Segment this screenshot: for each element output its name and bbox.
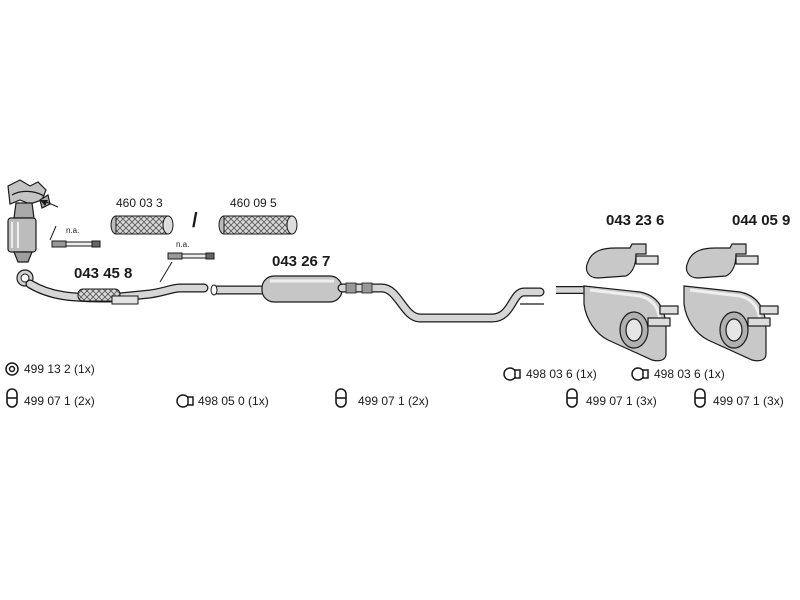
label-flex-460-03-3: 460 03 3 xyxy=(116,196,163,210)
label-rear-silencer-2: 044 05 9 xyxy=(732,212,791,229)
label-na-2: n.a. xyxy=(176,240,190,249)
label-front-pipe: 043 45 8 xyxy=(74,265,133,282)
fitting-hanger-4: 499 07 1 (3x) xyxy=(713,394,784,408)
flex-pipe-460-09-5 xyxy=(218,215,298,235)
label-flex-460-09-5: 460 09 5 xyxy=(230,196,277,210)
fitting-clamp-1: 498 05 0 (1x) xyxy=(198,394,269,408)
separator-slash: / xyxy=(192,210,198,232)
rubber-hanger-icon xyxy=(6,388,18,408)
label-center-silencer: 043 26 7 xyxy=(272,253,331,270)
fitting-ring-1: 499 13 2 (1x) xyxy=(24,362,95,376)
rear-silencer-043-23-6 xyxy=(556,243,679,362)
catalytic-converter-manifold xyxy=(7,179,51,263)
catalyst-pointer-arrow xyxy=(40,200,59,208)
rubber-hanger-icon xyxy=(335,388,347,408)
rear-silencer-044-05-9 xyxy=(683,243,779,362)
label-na-1: n.a. xyxy=(66,226,80,235)
fitting-hanger-1: 499 07 1 (2x) xyxy=(24,394,95,408)
fitting-clamp-3: 498 03 6 (1x) xyxy=(654,367,725,381)
fitting-clamp-2: 498 03 6 (1x) xyxy=(526,367,597,381)
pipe-clamp-icon xyxy=(631,367,649,381)
fitting-hanger-2: 499 07 1 (2x) xyxy=(358,394,429,408)
ring-gasket-icon xyxy=(5,362,19,376)
flex-pipe-460-03-3 xyxy=(110,215,174,235)
center-silencer xyxy=(210,275,545,323)
rubber-hanger-icon xyxy=(566,388,578,408)
pipe-clamp-icon xyxy=(176,394,194,408)
lambda-sensor-icon xyxy=(159,252,215,283)
lambda-sensor-icon xyxy=(49,225,101,248)
rubber-hanger-icon xyxy=(694,388,706,408)
front-pipe xyxy=(16,269,209,305)
pipe-clamp-icon xyxy=(503,367,521,381)
fitting-hanger-3: 499 07 1 (3x) xyxy=(586,394,657,408)
label-rear-silencer-1: 043 23 6 xyxy=(606,212,665,229)
